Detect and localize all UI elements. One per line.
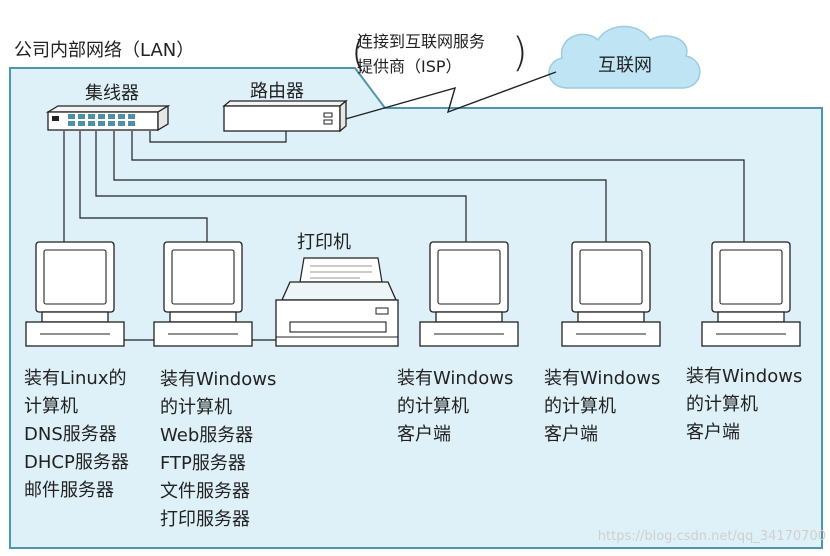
hub-led bbox=[52, 116, 59, 121]
wan-link bbox=[341, 71, 557, 121]
computer-client-3-description: 装有Windows 的计算机 客户端 bbox=[686, 363, 802, 447]
computer-client-2 bbox=[561, 241, 661, 347]
computer-windows-server bbox=[153, 241, 253, 347]
computer-client-3 bbox=[701, 241, 801, 347]
computer-windows-server-description: 装有Windows 的计算机 Web服务器 FTP服务器 文件服务器 打印服务器 bbox=[160, 366, 276, 534]
computer-client-1-description: 装有Windows 的计算机 客户端 bbox=[397, 365, 513, 449]
description-line: 客户端 bbox=[397, 424, 451, 445]
computer-linux-server-description: 装有Linux的 计算机 DNS服务器 DHCP服务器 邮件服务器 bbox=[24, 365, 129, 505]
isp-close-paren: ) bbox=[512, 30, 528, 76]
internet-label: 互联网 bbox=[598, 55, 652, 76]
description-line: 客户端 bbox=[544, 424, 598, 445]
description-line: 的计算机 bbox=[686, 394, 758, 415]
cable-hub-router bbox=[149, 131, 287, 143]
description-line: 文件服务器 bbox=[160, 481, 250, 502]
isp-open-paren: ( bbox=[351, 30, 367, 76]
printer bbox=[275, 257, 399, 347]
description-line: 装有Windows bbox=[686, 366, 803, 387]
description-line: 的计算机 bbox=[544, 396, 616, 417]
router bbox=[222, 99, 348, 133]
description-line: 装有Windows bbox=[397, 368, 514, 389]
internet-cloud bbox=[548, 25, 701, 89]
description-line: 打印服务器 bbox=[160, 509, 250, 530]
description-line: 装有Windows bbox=[544, 368, 661, 389]
isp-label-line-1: 连接到互联网服务 bbox=[357, 32, 486, 51]
computer-client-1 bbox=[419, 241, 519, 347]
description-line: 邮件服务器 bbox=[24, 480, 114, 501]
computer-client-2-description: 装有Windows 的计算机 客户端 bbox=[544, 365, 660, 449]
description-line: DHCP服务器 bbox=[24, 452, 129, 473]
description-line: 装有Linux的 bbox=[24, 368, 127, 389]
lan-area bbox=[9, 67, 823, 549]
computer-linux-server bbox=[25, 241, 125, 347]
description-line: DNS服务器 bbox=[24, 424, 117, 445]
isp-label-line-2: 提供商（ISP） bbox=[357, 57, 462, 76]
hub bbox=[45, 104, 171, 132]
description-line: 计算机 bbox=[24, 396, 78, 417]
description-line: FTP服务器 bbox=[160, 453, 246, 474]
description-line: 的计算机 bbox=[397, 396, 469, 417]
description-line: 装有Windows bbox=[160, 369, 277, 390]
hub-label: 集线器 bbox=[85, 83, 139, 104]
description-line: 的计算机 bbox=[160, 397, 232, 418]
printer-label: 打印机 bbox=[297, 232, 351, 253]
lan-title: 公司内部网络（LAN） bbox=[14, 40, 195, 61]
watermark: https://blog.csdn.net/qq_34170700 bbox=[597, 529, 826, 544]
description-line: Web服务器 bbox=[160, 425, 254, 446]
isp-label: 连接到互联网服务 提供商（ISP） bbox=[357, 29, 485, 79]
description-line: 客户端 bbox=[686, 422, 740, 443]
router-label: 路由器 bbox=[250, 81, 304, 102]
hub-ports bbox=[68, 114, 135, 126]
